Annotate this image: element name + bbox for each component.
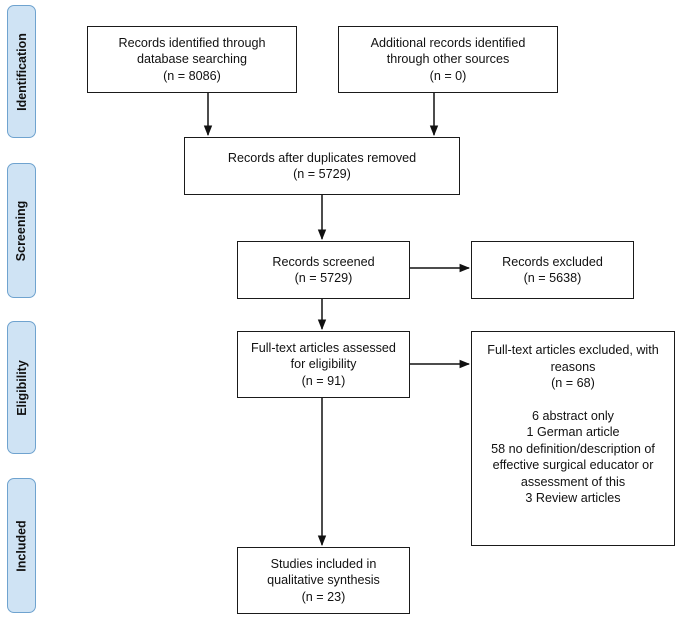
box-line: Records excluded bbox=[502, 254, 603, 269]
phase-screening: Screening bbox=[7, 163, 36, 298]
box-line: Full-text articles excluded, with bbox=[487, 343, 659, 357]
reason-line: 3 Review articles bbox=[525, 491, 621, 505]
phase-identification: Identification bbox=[7, 5, 36, 138]
box-line: reasons bbox=[550, 359, 596, 374]
box-line: Records after duplicates removed bbox=[227, 150, 417, 165]
box-line: through other sources bbox=[386, 52, 510, 67]
box-line: database searching bbox=[137, 52, 247, 67]
reason-line: 6 abstract only bbox=[532, 408, 614, 423]
box-line: Studies included in bbox=[270, 556, 377, 571]
box-line: Additional records identified bbox=[370, 35, 526, 50]
box-database-search: Records identified through database sear… bbox=[87, 26, 297, 93]
box-line: (n = 5638) bbox=[523, 271, 582, 285]
box-line: qualitative synthesis bbox=[267, 573, 380, 588]
box-line: (n = 23) bbox=[301, 589, 346, 604]
reason-line: 1 German article bbox=[526, 425, 620, 439]
reason-line: 58 no definition/description of bbox=[491, 441, 655, 456]
box-line: (n = 8086) bbox=[163, 68, 221, 83]
box-line: (n = 5729) bbox=[294, 271, 353, 285]
box-line: for eligibility bbox=[290, 357, 357, 372]
reason-line: effective surgical educator or bbox=[492, 458, 654, 472]
reason-line: assessment of this bbox=[520, 474, 626, 489]
box-line: Full-text articles assessed bbox=[251, 340, 396, 355]
box-line: (n = 0) bbox=[429, 68, 467, 83]
box-after-duplicates: Records after duplicates removed (n = 57… bbox=[184, 137, 460, 195]
box-line: (n = 68) bbox=[551, 376, 595, 390]
box-line: Records screened bbox=[272, 254, 375, 269]
box-records-screened: Records screened (n = 5729) bbox=[237, 241, 410, 299]
box-line: Records identified through bbox=[118, 35, 266, 50]
box-line: (n = 91) bbox=[301, 373, 346, 388]
box-fulltext-assessed: Full-text articles assessed for eligibil… bbox=[237, 331, 410, 398]
box-line: (n = 5729) bbox=[293, 167, 351, 181]
box-included-studies: Studies included in qualitative synthesi… bbox=[237, 547, 410, 614]
phase-eligibility: Eligibility bbox=[7, 321, 36, 454]
box-other-sources: Additional records identified through ot… bbox=[338, 26, 558, 93]
box-fulltext-excluded: Full-text articles excluded, with reason… bbox=[471, 331, 675, 546]
phase-included: Included bbox=[7, 478, 36, 613]
box-records-excluded: Records excluded (n = 5638) bbox=[471, 241, 634, 299]
